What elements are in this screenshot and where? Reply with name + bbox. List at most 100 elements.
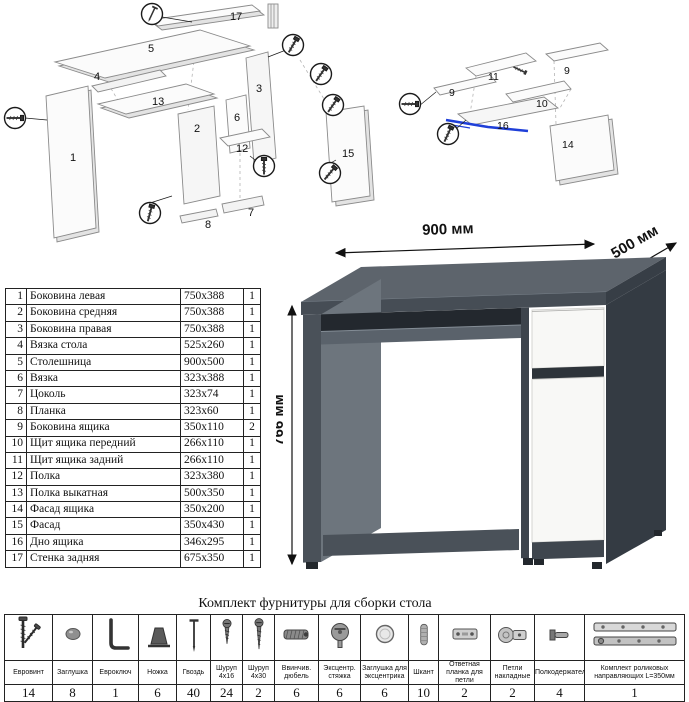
part-label-9a: 9 — [449, 87, 455, 99]
hardware-qty-row: 14 8 1 6 40 24 2 6 6 6 10 2 2 4 1 — [4, 684, 685, 702]
part-size: 500x350 — [180, 484, 244, 503]
panel-drawer-bottom-16 — [456, 96, 560, 126]
screw-callout — [321, 93, 345, 117]
desk-dimension-view: 900 мм 500 мм 766 мм — [276, 220, 678, 569]
desk-foot — [654, 530, 662, 536]
screw-icon — [221, 619, 231, 644]
part-size: 525x260 — [180, 337, 244, 355]
panel-drawer-facade-14 — [549, 114, 615, 182]
part-number: 3 — [5, 320, 27, 339]
part-name: Фасад ящика — [26, 501, 181, 519]
handle-groove — [532, 366, 604, 380]
part-number: 1 — [5, 287, 27, 306]
pedestal-plinth — [532, 540, 604, 560]
part-label-8: 8 — [205, 219, 211, 231]
roller-guide-highlight — [445, 118, 529, 133]
hardware-name: Евровинт — [4, 659, 53, 686]
part-qty: 1 — [243, 550, 261, 568]
hardware-qty: 1 — [92, 684, 139, 702]
nail-icon — [189, 619, 199, 652]
hardware-qty: 8 — [52, 684, 93, 702]
part-size: 900x500 — [180, 353, 244, 371]
hardware-qty: 6 — [318, 684, 361, 702]
part-label-15: 15 — [342, 148, 354, 160]
part-name: Полка — [26, 468, 181, 486]
part-number: 17 — [5, 550, 27, 568]
hex-key-icon — [108, 618, 130, 650]
part-qty: 1 — [243, 386, 261, 404]
part-name: Планка — [26, 402, 181, 421]
hinge-icon — [497, 627, 526, 643]
part-size: 323x380 — [180, 468, 244, 486]
part-label-16: 16 — [497, 120, 509, 132]
part-label-3: 3 — [256, 83, 262, 95]
hardware-qty: 24 — [210, 684, 243, 702]
hardware-name: Эксцентр. стяжка — [318, 659, 361, 686]
cap-plug-icon — [65, 628, 80, 640]
part-size: 750x388 — [180, 304, 244, 322]
part-size: 346x295 — [180, 533, 244, 552]
part-name: Дно ящика — [26, 533, 181, 552]
panel-middle-side-2 — [177, 105, 221, 205]
part-number: 16 — [5, 533, 27, 552]
screw-callout — [309, 62, 333, 86]
part-name: Полка выкатная — [26, 484, 181, 503]
part-qty: 1 — [243, 369, 261, 388]
part-number: 9 — [5, 419, 27, 437]
nail-callout — [140, 2, 164, 26]
part-name: Стенка задняя — [26, 550, 181, 568]
part-qty: 1 — [243, 468, 261, 486]
middle-panel-edge — [521, 307, 529, 559]
part-label-5: 5 — [148, 43, 154, 55]
hardware-qty: 14 — [4, 684, 53, 702]
part-name: Боковина ящика — [26, 419, 181, 437]
part-size: 323x74 — [180, 386, 244, 404]
desk-foot — [306, 562, 318, 569]
part-size: 323x60 — [180, 402, 244, 421]
part-size: 323x388 — [180, 369, 244, 388]
hardware-name: Полкодержатель — [534, 659, 585, 686]
hardware-name: Шуруп 4x16 — [210, 659, 243, 686]
left-side-panel — [303, 314, 321, 563]
part-number: 12 — [5, 468, 27, 486]
part-qty: 1 — [243, 304, 261, 322]
eurovint-callout — [398, 92, 422, 116]
hardware-name: Ответная планка для петли — [438, 659, 491, 686]
hardware-qty: 6 — [360, 684, 409, 702]
leg-icon — [147, 627, 170, 648]
tray-opening — [321, 307, 521, 332]
right-side-panel — [606, 270, 666, 564]
eurovint-callout — [138, 201, 162, 225]
desk-foot — [523, 558, 533, 565]
screw-callout — [436, 122, 460, 146]
eurovint-callout — [252, 154, 276, 178]
dowel-icon — [419, 623, 428, 646]
hardware-name: Ввинчив. дюбель — [274, 659, 319, 686]
panel-shelf-12 — [219, 128, 271, 147]
hardware-name: Заглушка — [52, 659, 93, 686]
eurovint-callout — [3, 106, 27, 130]
part-name: Боковина правая — [26, 320, 181, 339]
part-number: 5 — [5, 353, 27, 371]
part-qty: 2 — [243, 419, 261, 437]
desktop-right-edge — [606, 257, 666, 305]
width-dimension: 900 мм — [422, 220, 474, 239]
hardware-name: Петли накладные — [490, 659, 535, 686]
hardware-name: Шкант — [408, 659, 439, 686]
part-label-13: 13 — [152, 96, 164, 108]
shelf-support-icon — [549, 629, 568, 641]
roller-guides-icon — [593, 622, 676, 646]
hardware-name: Ножка — [138, 659, 177, 686]
left-panel-inner-face — [321, 279, 381, 562]
panel-right-side-3 — [245, 51, 277, 165]
part-qty: 1 — [243, 517, 261, 535]
part-size: 750x388 — [180, 287, 244, 306]
part-size: 350x200 — [180, 501, 244, 519]
